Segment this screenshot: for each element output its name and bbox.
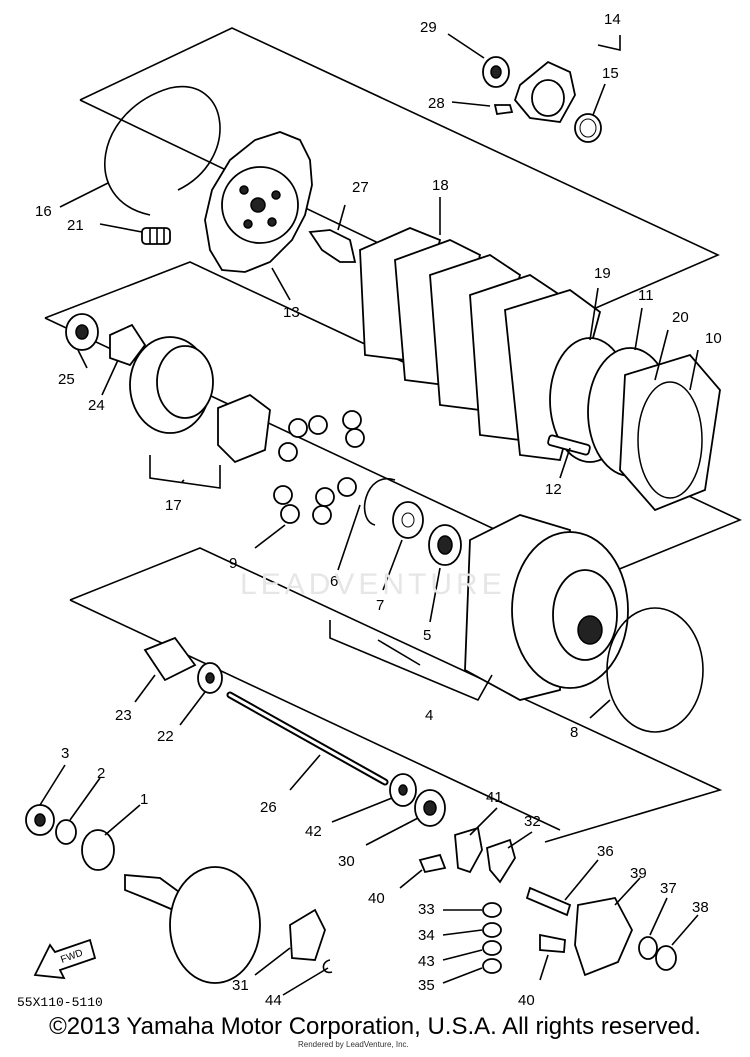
push-rod-26	[226, 691, 389, 786]
render-credit: Rendered by LeadVenture, Inc.	[298, 1040, 409, 1049]
washer-42	[389, 773, 417, 807]
pressure-plate-13	[204, 131, 313, 273]
callout-29: 29	[420, 19, 437, 36]
callout-27: 27	[352, 179, 369, 196]
bolt-40-upper	[418, 853, 447, 874]
callout-3: 3	[61, 745, 69, 762]
callout-24: 24	[88, 397, 105, 414]
primary-driven-gear-17	[129, 336, 271, 464]
clutch-housing-4	[464, 514, 629, 701]
circlip-6	[363, 477, 396, 526]
callout-18: 18	[432, 177, 449, 194]
washer-7	[392, 501, 424, 539]
washer-34	[482, 922, 502, 938]
part-callouts: 29 14 15 28 16 27 18 21 13 19 11 20 10 2…	[35, 11, 722, 1009]
spring-21	[141, 227, 171, 245]
oil-seal-30	[414, 789, 446, 827]
callout-8: 8	[570, 724, 578, 741]
primary-drive-gear-1	[81, 829, 115, 871]
callout-21: 21	[67, 217, 84, 234]
watermark: LEADVENTURE	[240, 568, 506, 601]
clip-44	[322, 959, 333, 974]
callout-25: 25	[58, 371, 75, 388]
bearing-29	[482, 56, 510, 88]
lock-washer-24	[109, 323, 147, 367]
nut-33	[482, 902, 502, 918]
callout-23: 23	[115, 707, 132, 724]
callout-32: 32	[524, 813, 541, 830]
washer-43	[482, 940, 502, 956]
callout-6: 6	[330, 573, 338, 590]
bolt-40-lower	[539, 933, 566, 953]
bracket-39	[574, 896, 633, 977]
leader-lines	[39, 33, 699, 996]
bearing-25	[65, 313, 99, 351]
bolt-36	[525, 886, 572, 917]
plate-31	[289, 908, 326, 961]
nut-38	[655, 945, 677, 971]
push-lever-cam-23	[143, 636, 197, 682]
callout-7: 7	[376, 597, 384, 614]
callout-17: 17	[165, 497, 182, 514]
callout-14: 14	[604, 11, 621, 28]
callout-40-lower: 40	[518, 992, 535, 1009]
callout-31: 31	[232, 977, 249, 994]
callout-41: 41	[486, 789, 503, 806]
washer-22	[197, 662, 223, 694]
circlip-15	[574, 113, 602, 143]
callout-20: 20	[672, 309, 689, 326]
lever-32	[486, 838, 516, 884]
callout-1: 1	[140, 791, 148, 808]
callout-13: 13	[283, 304, 300, 321]
callout-39: 39	[630, 865, 647, 882]
callout-26: 26	[260, 799, 277, 816]
callout-34: 34	[418, 927, 435, 944]
lever-41	[454, 826, 483, 874]
callout-10: 10	[705, 330, 722, 347]
callout-36: 36	[597, 843, 614, 860]
copyright-footer: ©2013 Yamaha Motor Corporation, U.S.A. A…	[49, 1013, 701, 1040]
callout-28: 28	[428, 95, 445, 112]
o-ring-8	[606, 607, 704, 733]
balls-9	[273, 410, 365, 525]
callout-40-upper: 40	[368, 890, 385, 907]
wire-ring-16	[104, 85, 221, 216]
drawing-code: 55X110-5110	[17, 995, 103, 1010]
screw-28	[493, 104, 514, 116]
callout-15: 15	[602, 65, 619, 82]
callout-12: 12	[545, 481, 562, 498]
callout-5: 5	[423, 627, 431, 644]
callout-11: 11	[638, 287, 654, 304]
bearing-5	[428, 524, 462, 566]
callout-38: 38	[692, 899, 709, 916]
callout-4: 4	[425, 707, 433, 724]
washer-2	[55, 819, 77, 845]
crankshaft	[124, 866, 261, 984]
bearing-housing-14	[513, 60, 576, 123]
callout-22: 22	[157, 728, 174, 745]
callout-35: 35	[418, 977, 435, 994]
callout-44: 44	[265, 992, 282, 1009]
callout-2: 2	[97, 765, 105, 782]
callout-33: 33	[418, 901, 435, 918]
callout-42: 42	[305, 823, 322, 840]
callout-37: 37	[660, 880, 677, 897]
forward-direction-arrow: FWD	[33, 938, 97, 980]
clutch-plate-stack	[359, 227, 721, 512]
callout-9: 9	[229, 555, 237, 572]
washer-37	[638, 936, 658, 960]
nut-3	[25, 804, 55, 836]
callout-16: 16	[35, 203, 52, 220]
push-rod-27	[308, 204, 357, 263]
nut-35	[482, 958, 502, 974]
callout-19: 19	[594, 265, 611, 282]
callout-43: 43	[418, 953, 435, 970]
callout-30: 30	[338, 853, 355, 870]
